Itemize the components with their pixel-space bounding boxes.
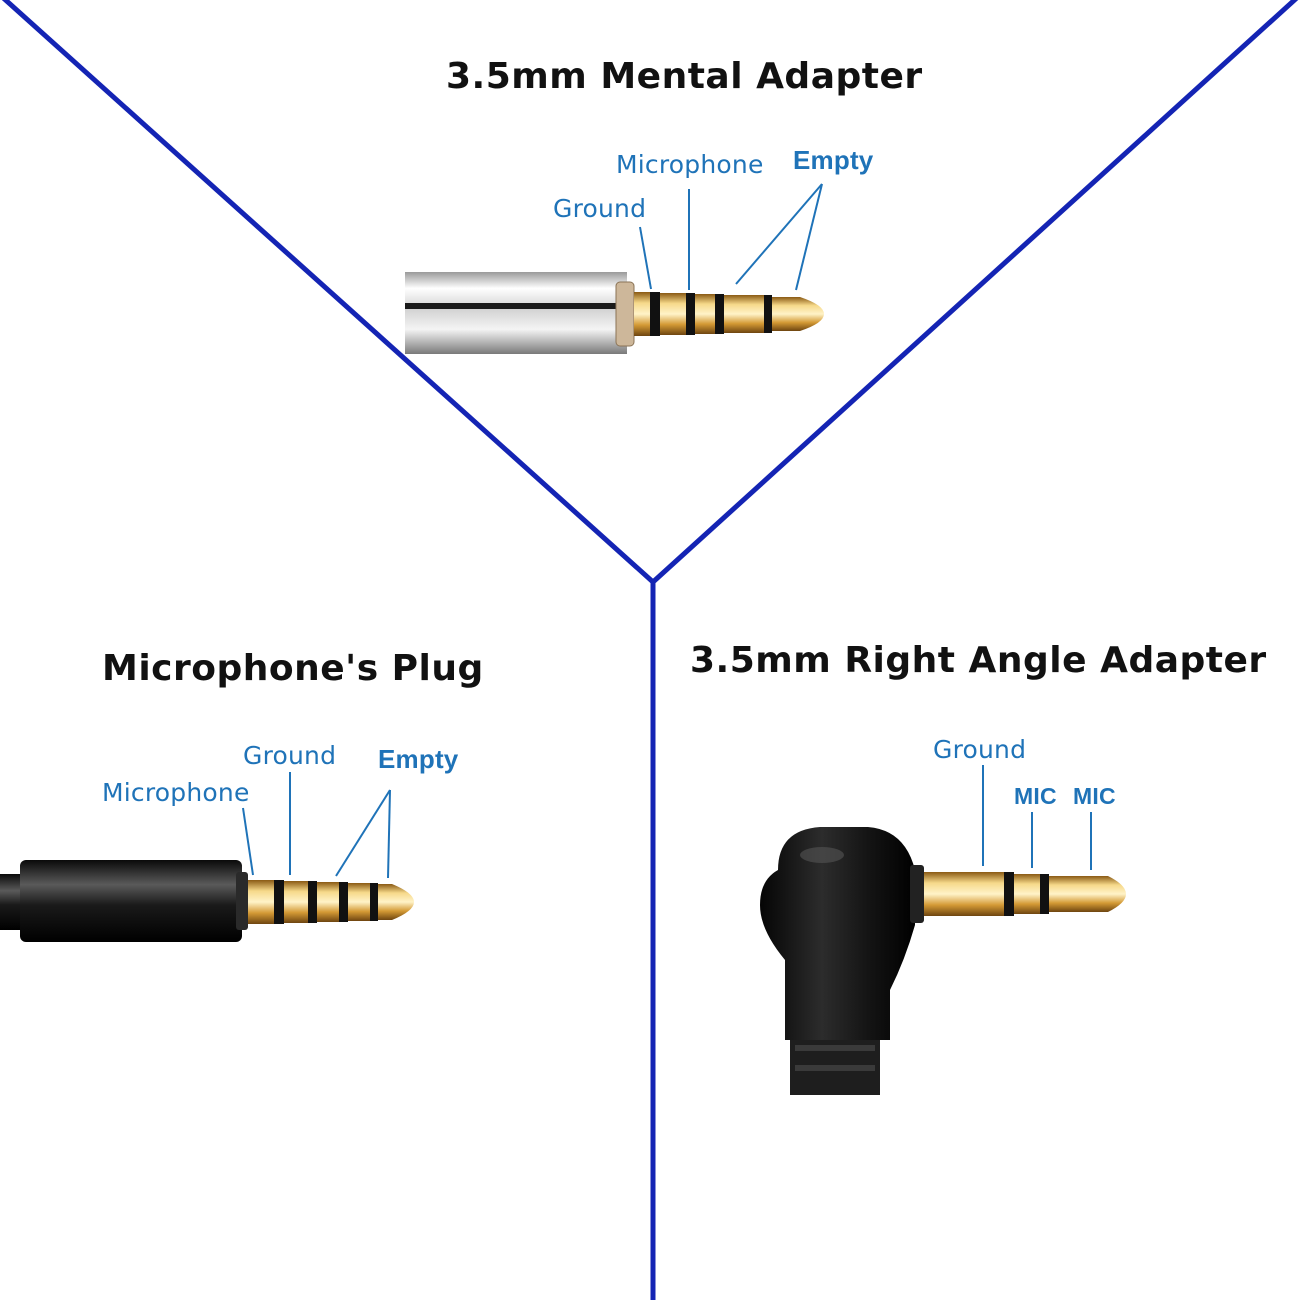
left-label-empty: Empty xyxy=(378,744,459,774)
right-leader-lines xyxy=(982,765,1092,870)
top-label-ground: Ground xyxy=(553,194,647,223)
top-leader-lines xyxy=(639,183,823,291)
silver-plug-image xyxy=(405,272,824,354)
right-angle-plug-image xyxy=(760,827,1126,1095)
divider-left xyxy=(1,0,655,584)
right-label-mic-1: MIC xyxy=(1014,783,1057,809)
left-leader-lines xyxy=(242,772,391,879)
top-panel-title: 3.5mm Mental Adapter xyxy=(446,56,923,97)
right-label-ground: Ground xyxy=(933,735,1027,764)
right-panel-title: 3.5mm Right Angle Adapter xyxy=(690,640,1267,681)
left-label-microphone: Microphone xyxy=(102,778,250,807)
top-label-empty: Empty xyxy=(793,145,874,175)
left-panel-title: Microphone's Plug xyxy=(102,648,484,689)
left-label-ground: Ground xyxy=(243,741,337,770)
black-plug-image xyxy=(0,860,414,942)
divider-right xyxy=(651,0,1299,584)
right-label-mic-2: MIC xyxy=(1073,783,1116,809)
top-label-microphone: Microphone xyxy=(616,150,764,179)
